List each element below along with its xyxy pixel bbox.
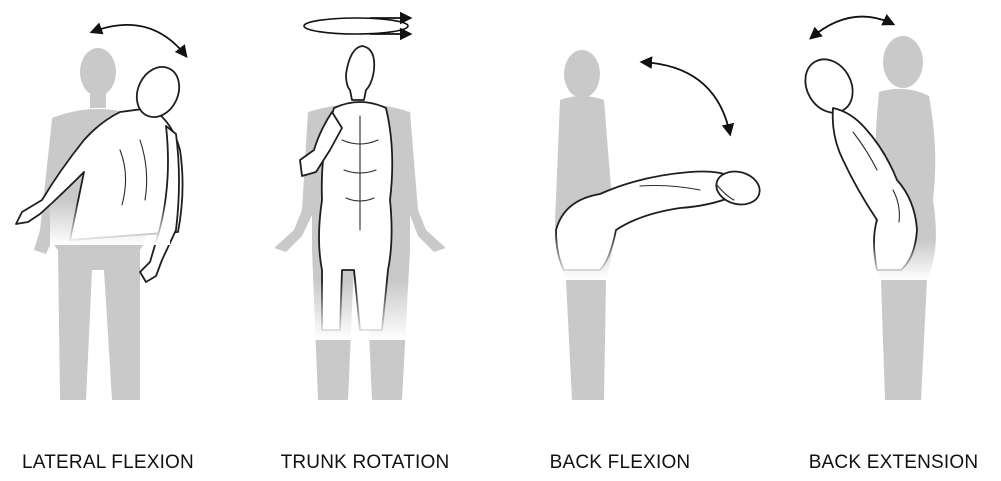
label-trunk-rotation: TRUNK ROTATION [250, 452, 480, 474]
panel-back-flexion: BACK FLEXION [520, 0, 770, 481]
label-back-extension: BACK EXTENSION [791, 452, 996, 474]
back-extension-illustration [781, 0, 1001, 440]
lateral-flexion-illustration [0, 0, 230, 440]
panel-trunk-rotation: TRUNK ROTATION [250, 0, 480, 481]
trunk-rotation-illustration [250, 0, 480, 440]
label-lateral-flexion: LATERAL FLEXION [8, 452, 208, 474]
back-flexion-illustration [520, 0, 770, 440]
curved-double-arrow-icon [811, 17, 893, 38]
panel-back-extension: BACK EXTENSION [781, 0, 1001, 481]
curved-double-arrow-icon [642, 62, 730, 134]
label-back-flexion: BACK FLEXION [520, 452, 720, 474]
rotation-arrows-icon [304, 18, 410, 34]
panel-lateral-flexion: LATERAL FLEXION [0, 0, 230, 481]
